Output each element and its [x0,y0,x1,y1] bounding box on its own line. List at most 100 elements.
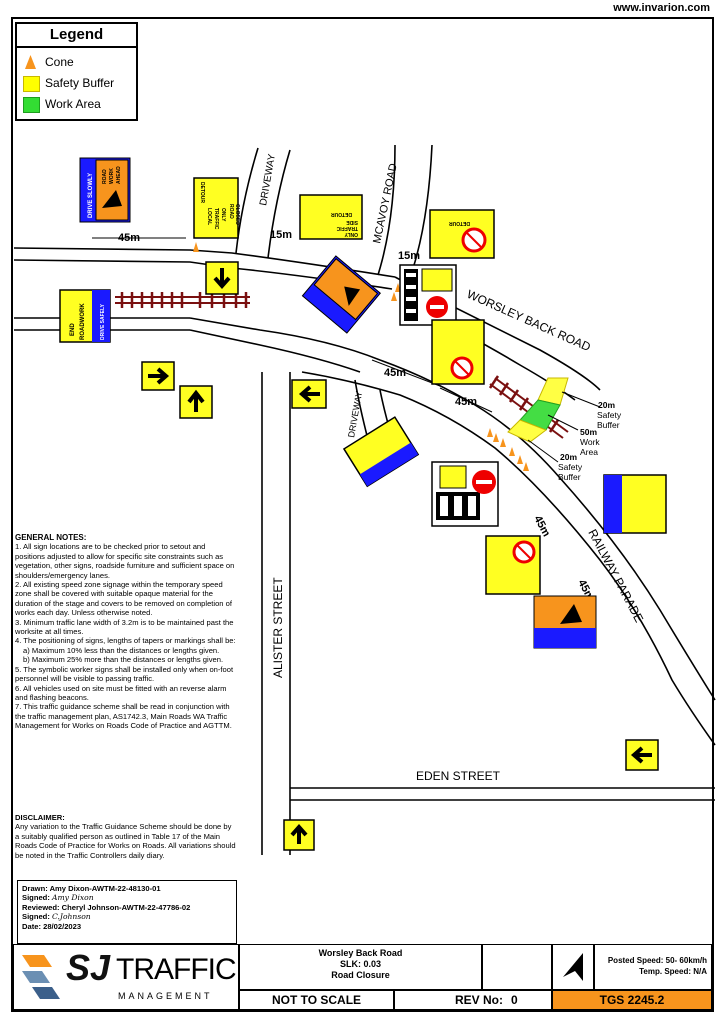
legend: Legend Cone Safety Buffer Work Area [15,22,138,121]
svg-text:CLOSED: CLOSED [234,204,240,225]
note-4a: a) Maximum 10% less than the distances o… [23,645,220,655]
north-cell [552,944,594,990]
cone-icon [25,55,36,69]
svg-text:Work: Work [580,437,600,447]
svg-text:AHEAD: AHEAD [116,166,122,184]
note-5: 5. The symbolic worker signs shall be in… [15,664,234,684]
tgs-number: TGS 2245.2 [552,990,712,1010]
svg-text:DETOUR: DETOUR [199,182,205,203]
svg-text:ROAD: ROAD [102,169,108,184]
sign-end-roadwork-right [603,474,667,534]
svg-text:DETOUR: DETOUR [449,220,470,226]
svg-text:20m: 20m [598,400,615,410]
project-desc: Road Closure [331,970,390,980]
logo-traffic: TRAFFIC [116,953,237,986]
note-1: 1. All sign locations are to be checked … [15,542,235,580]
note-2: 2. All existing speed zone signage withi… [15,580,232,618]
note-4b: b) Maximum 25% more than the distances o… [23,655,224,665]
rev-label: REV No: [455,993,503,1007]
svg-text:50m: 50m [580,427,597,437]
sign-side-road-closed-railway [485,535,541,595]
street-eden: EDEN STREET [416,769,501,783]
sign-road-work-ahead-mid [301,255,381,334]
svg-text:ONLY: ONLY [220,208,226,222]
svg-text:Buffer: Buffer [558,472,581,482]
posted-speed: Posted Speed: 50- 60km/h [607,956,707,965]
logo-cell: SJ TRAFFIC MANAGEMENT [13,944,239,1010]
disclaimer-heading: DISCLAIMER: [15,813,65,822]
safety-buffer-swatch [23,76,40,92]
sign-road-work-ahead-left: DRIVE SLOWLY ROAD WORK AHEAD [79,157,131,223]
speed-cell: Posted Speed: 50- 60km/h Temp. Speed: N/… [594,944,712,990]
signoff-box: Drawn: Amy Dixon-AWTM-22-48130-01 Signed… [17,880,237,944]
date: Date: 28/02/2023 [22,921,82,931]
sign-end-roadwork-left: END ROADWORK DRIVE SAFELY [59,289,111,343]
buffer-labels: 20m Safety Buffer 50m Work Area 20m Safe… [527,391,622,482]
sign-end-roadwork-mid [342,416,420,488]
logo-sj: SJ [66,947,111,988]
spacer-cell [482,944,552,990]
scale-cell: NOT TO SCALE [239,990,394,1010]
sign-road-closed-bottom [431,461,499,527]
svg-text:TRAFFIC: TRAFFIC [213,208,219,230]
disclaimer: DISCLAIMER: Any variation to the Traffic… [15,813,237,860]
distance-45m-mid-a: 45m [384,367,406,379]
rev-value: 0 [511,993,518,1007]
note-3: 3. Minimum traffic lane width of 3.2m is… [15,617,234,637]
note-4: 4. The positioning of signs, lengths of … [15,636,236,646]
project-cell: Worsley Back Road SLK: 0.03 Road Closure [239,944,482,990]
website-url: www.invarion.com [613,2,710,14]
drawn-by: Drawn: Amy Dixon-AWTM-22-48130-01 [22,884,161,893]
sign-arrow-left [291,379,327,409]
signature-2: C.Johnson [51,912,91,922]
svg-text:DRIVE SLOWLY: DRIVE SLOWLY [88,173,94,218]
logo-mark-icon [22,955,60,999]
svg-text:20m: 20m [560,452,577,462]
sign-arrow-right [141,361,175,391]
street-alister: ALISTER STREET [271,577,285,678]
sign-local-traffic-only: LOCAL TRAFFIC ONLY ROAD CLOSED DETOUR [193,177,240,239]
sign-side-road-closed-right [431,319,485,385]
street-mcavoy: MCAVOY ROAD [371,162,400,244]
sign-side-road-closed-mcavoy: DETOUR [429,209,495,259]
distance-45m-left: 45m [118,232,140,244]
rev-cell: REV No: 0 [394,990,552,1010]
signed-2: Signed: C.Johnson [22,912,91,922]
reviewed-by: Reviewed: Cheryl Johnson-AWTM-22-47786-0… [22,902,191,912]
note-7: 7. This traffic guidance scheme shall be… [15,702,232,731]
title-block: SJ TRAFFIC MANAGEMENT Worsley Back Road … [13,944,712,1010]
sign-arrow-left-eden [625,739,659,771]
svg-text:TRAFFIC: TRAFFIC [336,225,358,231]
temp-speed: Temp. Speed: N/A [639,967,707,976]
distance-45m-mid-b: 45m [455,396,477,408]
sign-arrow-up [179,385,213,419]
svg-text:DRIVE SAFELY: DRIVE SAFELY [100,303,106,340]
work-area-swatch [23,97,40,113]
sign-side-road-closed-top: DETOUR SIDE TRAFFIC ONLY [299,194,363,240]
svg-text:ONLY: ONLY [344,231,358,237]
svg-text:ROAD: ROAD [228,204,234,219]
legend-title: Legend [17,26,136,48]
svg-text:WORK: WORK [109,168,115,184]
svg-text:ROADWORK: ROADWORK [80,303,86,340]
railway-track-left [115,292,250,308]
street-driveway-top: DRIVEWAY [258,153,278,207]
svg-text:LOCAL: LOCAL [206,208,212,225]
svg-text:END: END [70,323,76,336]
project-slk: SLK: 0.03 [339,959,381,969]
disclaimer-text: Any variation to the Traffic Guidance Sc… [15,822,236,860]
sign-road-closed-worsley [399,264,457,326]
north-arrow-icon [563,953,583,981]
svg-text:Buffer: Buffer [597,420,620,430]
svg-text:Area: Area [580,447,598,457]
signed-1: Signed: Amy Dixon [22,893,94,903]
logo-management: MANAGEMENT [118,991,213,1001]
project-road: Worsley Back Road [318,948,403,958]
signature-1: Amy Dixon [51,893,94,903]
note-6: 6. All vehicles used on site must be fit… [15,683,227,702]
distance-15m-a: 15m [270,229,292,241]
sign-road-work-ahead-right [533,595,597,649]
drawing-frame [11,17,714,1012]
distance-15m-b: 15m [398,250,420,262]
